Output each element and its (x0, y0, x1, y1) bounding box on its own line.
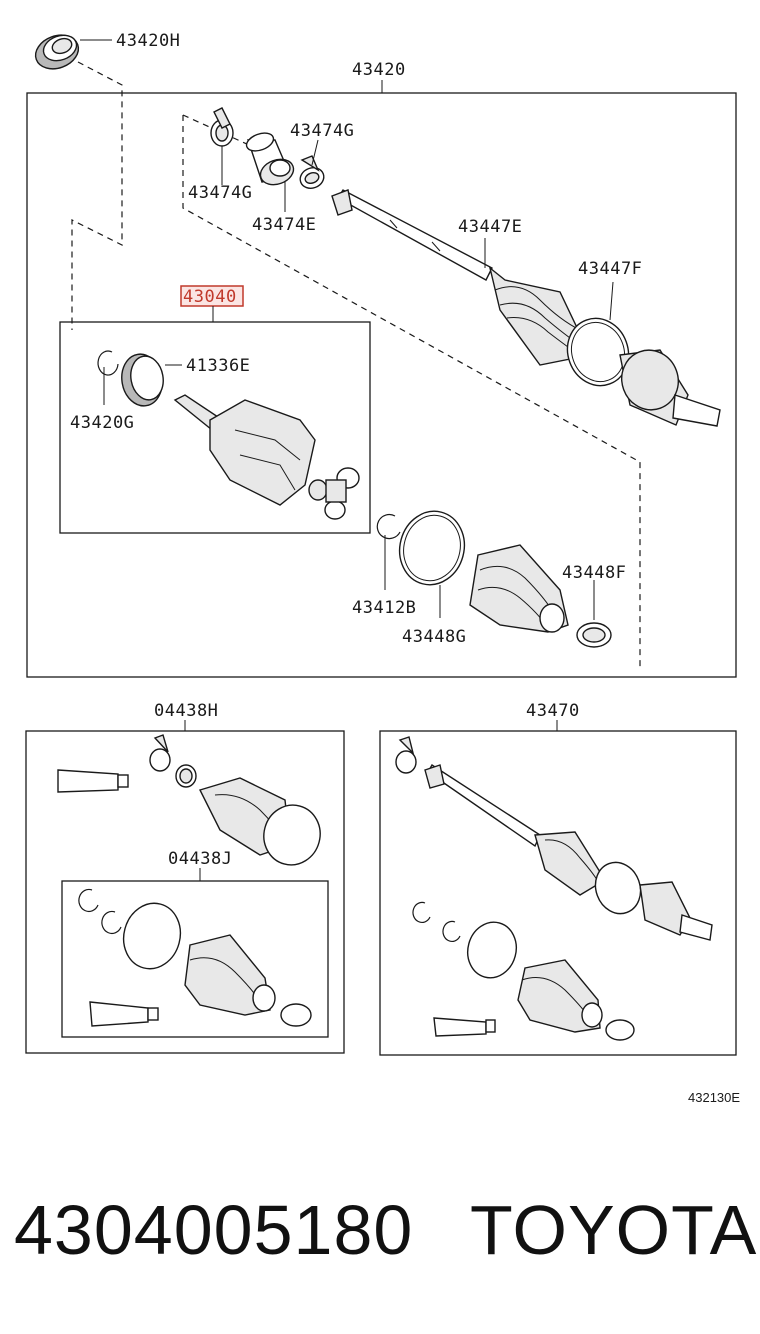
label-43420[interactable]: 43420 (352, 60, 406, 80)
label-04438j[interactable]: 04438J (168, 849, 232, 869)
label-43474g-left[interactable]: 43474G (188, 183, 252, 203)
label-43448f[interactable]: 43448F (562, 563, 626, 583)
label-43448g[interactable]: 43448G (402, 627, 466, 647)
diagram-code: 432130E (688, 1090, 740, 1105)
tripod-joint[interactable] (308, 467, 360, 520)
snap-ring-43470-b[interactable] (442, 920, 461, 942)
oil-seal-41336e[interactable] (118, 351, 167, 409)
inboard-boot-43470[interactable] (517, 959, 603, 1033)
drive-shaft-43447e[interactable] (331, 189, 493, 281)
label-41336e[interactable]: 41336E (186, 356, 250, 376)
grease-tube-04438h[interactable] (57, 769, 129, 793)
label-43412b[interactable]: 43412B (352, 598, 416, 618)
band-43470-b[interactable] (462, 917, 523, 984)
clamp-43470-a[interactable] (395, 736, 417, 774)
outboard-cv-joint[interactable] (613, 342, 721, 427)
band-04438j[interactable] (116, 897, 187, 975)
inboard-boot[interactable] (469, 544, 569, 633)
assembly-box-43420 (26, 92, 737, 678)
dynamic-damper-43474e[interactable] (244, 130, 297, 189)
snap-ring-43420g[interactable] (97, 350, 119, 376)
boot-clamp-43474g-right[interactable] (297, 155, 326, 192)
inboard-joint-housing[interactable] (173, 394, 316, 506)
label-43470[interactable]: 43470 (526, 701, 580, 721)
label-04438h[interactable]: 04438H (154, 701, 218, 721)
sub-assembly-box-43040 (59, 321, 371, 534)
label-43447e[interactable]: 43447E (458, 217, 522, 237)
oil-seal-43420h[interactable] (31, 29, 83, 74)
label-43040[interactable]: 43040 (183, 287, 237, 307)
label-43447f[interactable]: 43447F (578, 259, 642, 279)
boot-clamp-43448f[interactable] (576, 622, 612, 648)
kit-box-04438j (61, 880, 329, 1038)
clamp-04438h-a[interactable] (149, 734, 171, 772)
label-43420h[interactable]: 43420H (116, 31, 180, 51)
label-43420g[interactable]: 43420G (70, 413, 134, 433)
band-43470[interactable] (588, 856, 647, 920)
boot-band-43447f[interactable] (558, 310, 638, 394)
band-04438h[interactable] (257, 799, 327, 871)
snap-ring-04438j-a[interactable] (78, 888, 99, 913)
snap-ring-43470-a[interactable] (412, 901, 431, 923)
kit-box-43470 (379, 730, 737, 1056)
grease-tube-04438j[interactable] (89, 1001, 159, 1027)
boot-04438j[interactable] (184, 934, 276, 1016)
outboard-boot-43470[interactable] (534, 831, 606, 896)
clamp-43470-b[interactable] (605, 1019, 635, 1041)
boot-clamp-43474g-left[interactable] (210, 107, 234, 147)
part-number: 4304005180 (14, 1191, 414, 1269)
brand-name: TOYOTA (470, 1191, 758, 1269)
clamp-04438h-b[interactable] (175, 764, 197, 788)
boot-band-43448g[interactable] (392, 504, 473, 592)
drive-shaft-43470[interactable] (424, 764, 541, 848)
snap-ring-04438j-b[interactable] (101, 910, 122, 935)
kit-box-04438h (25, 730, 345, 1054)
label-43040-highlight-box (180, 285, 244, 307)
snap-ring-43412b[interactable] (376, 513, 401, 540)
outboard-joint-43470[interactable] (639, 881, 713, 941)
grease-tube-43470[interactable] (433, 1017, 496, 1037)
clamp-04438j[interactable] (280, 1003, 312, 1027)
label-43474g-right[interactable]: 43474G (290, 121, 354, 141)
label-43474e[interactable]: 43474E (252, 215, 316, 235)
